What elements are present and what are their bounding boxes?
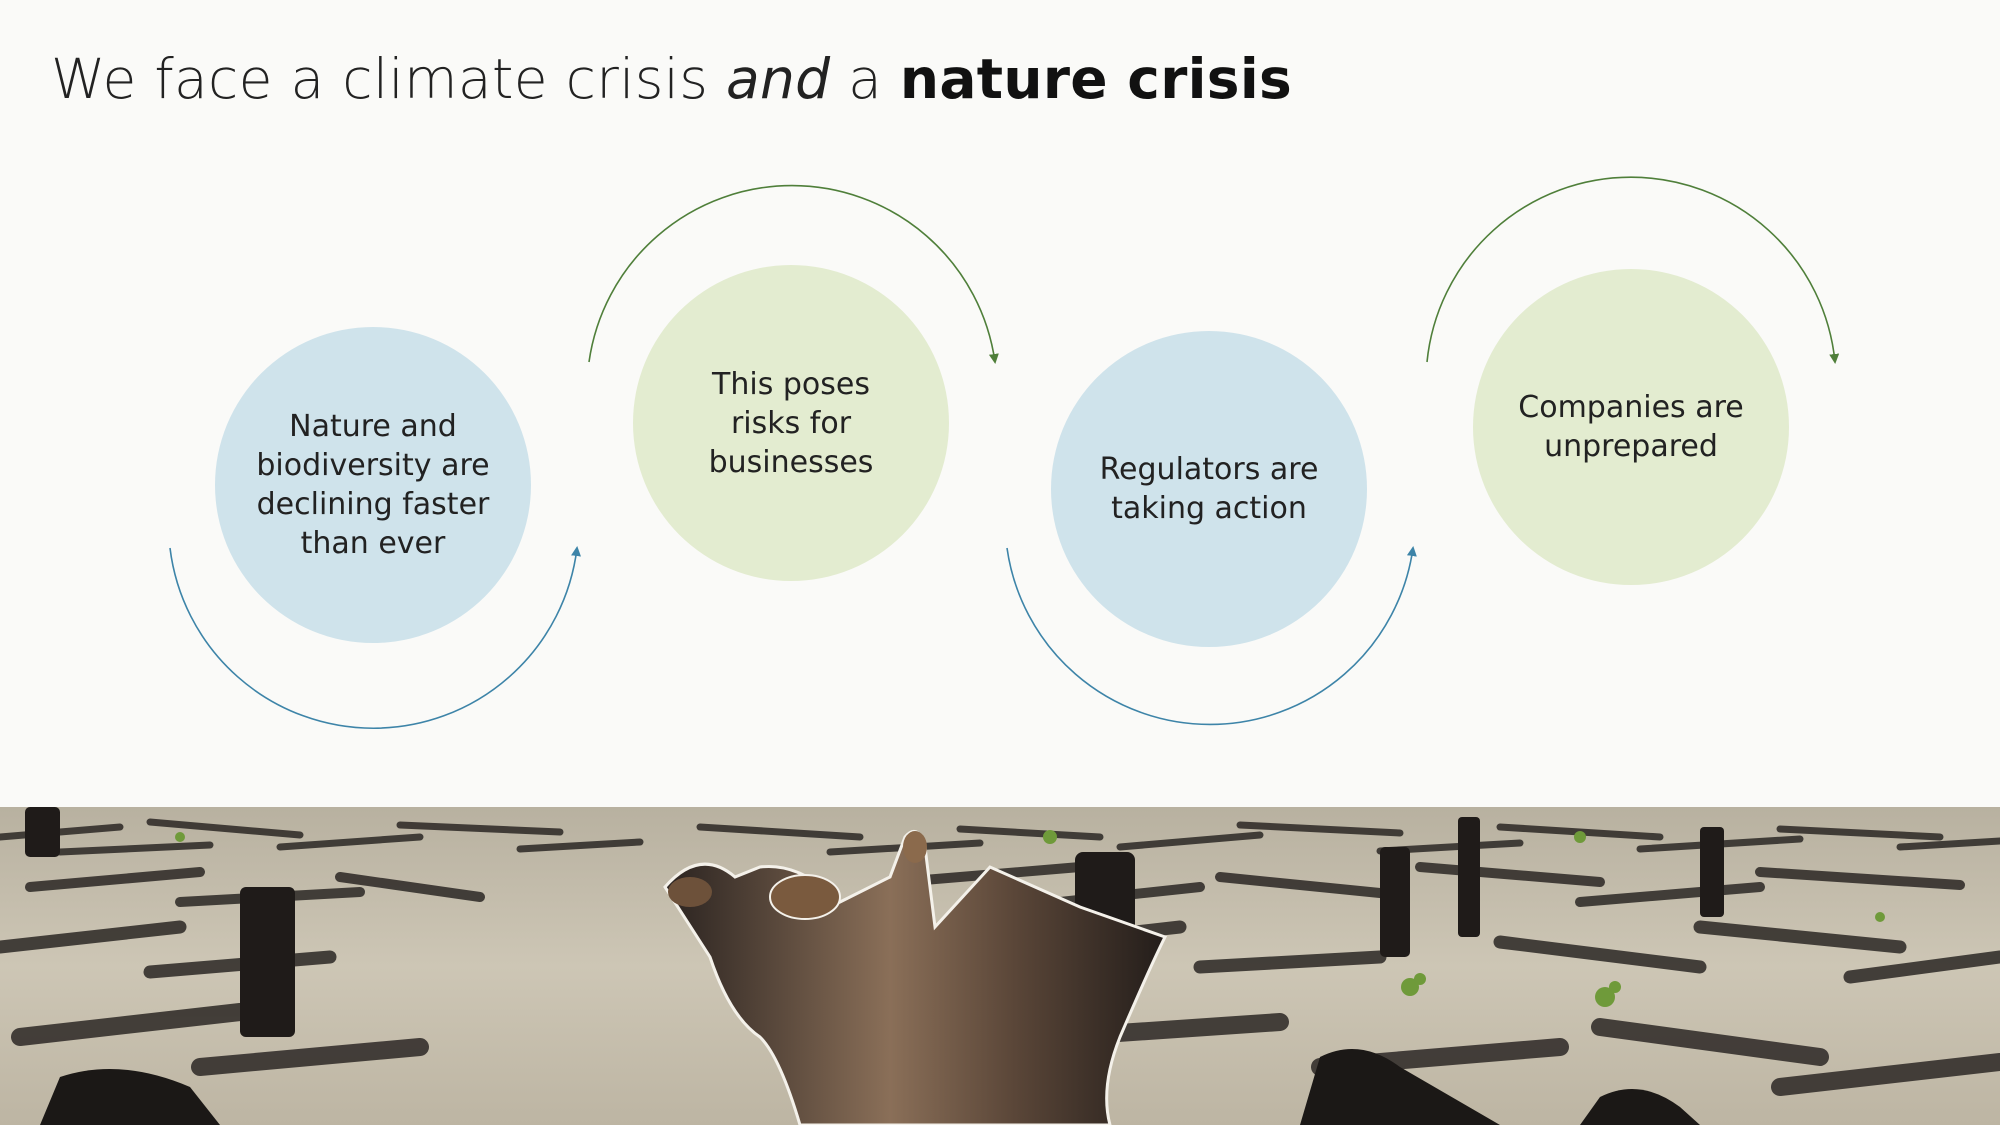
step-3-text: Regulators are taking action bbox=[1099, 452, 1319, 526]
process-diagram: Nature and biodiversity are declining fa… bbox=[169, 176, 1840, 730]
burnt-forest-image bbox=[0, 807, 2000, 1125]
arrow-2-icon bbox=[588, 184, 999, 364]
arrow-3-icon bbox=[1006, 546, 1417, 726]
title-part-3: a bbox=[830, 47, 900, 111]
deforestation-photo bbox=[0, 807, 2000, 1125]
title-part-italic: and bbox=[725, 47, 831, 111]
arrow-4-icon bbox=[1426, 176, 1840, 364]
step-3-circle: Regulators are taking action bbox=[1051, 331, 1367, 647]
step-4-circle: Companies are unprepared bbox=[1473, 269, 1789, 585]
step-1-text: Nature and biodiversity are declining fa… bbox=[256, 409, 490, 561]
title-part-bold: nature crisis bbox=[899, 47, 1293, 111]
step-2-text: This poses risks for businesses bbox=[708, 366, 874, 480]
step-2-circle: This poses risks for businesses bbox=[633, 265, 949, 581]
step-1-circle: Nature and biodiversity are declining fa… bbox=[215, 327, 531, 643]
title-part-1: We face a climate crisis bbox=[51, 47, 726, 111]
connector-arrows bbox=[169, 176, 1840, 730]
arrow-1-icon bbox=[169, 546, 581, 730]
slide-title: We face a climate crisis and a nature cr… bbox=[51, 47, 1293, 111]
step-4-text: Companies are unprepared bbox=[1518, 390, 1744, 464]
